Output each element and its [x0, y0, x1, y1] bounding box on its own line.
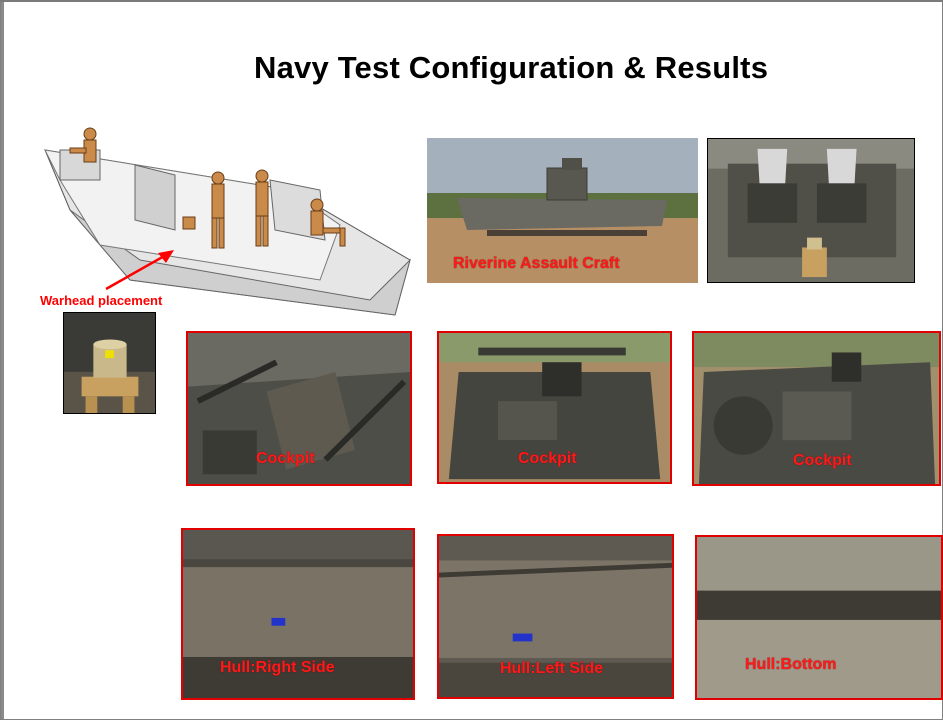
hull-left-caption: Hull:Left Side — [500, 660, 604, 677]
cockpit-photo-3: Cockpit — [692, 331, 941, 486]
boat-diagram — [40, 120, 415, 325]
cockpit-caption-3: Cockpit — [793, 452, 852, 469]
hull-left-photo: Hull:Left Side — [437, 534, 674, 699]
warhead-label: Warhead placement — [40, 293, 163, 308]
slide-title: Navy Test Configuration & Results — [254, 50, 769, 85]
riverine-craft-photo: Riverine Assault Craft — [427, 138, 698, 283]
riverine-craft-caption: Riverine Assault Craft — [453, 255, 620, 272]
cockpit-caption-1: Cockpit — [256, 450, 315, 467]
interior-photo — [707, 138, 915, 283]
cockpit-caption-2: Cockpit — [518, 450, 577, 467]
hull-bottom-caption: Hull:Bottom — [745, 656, 837, 673]
hull-right-caption: Hull:Right Side — [220, 659, 335, 676]
cockpit-photo-2: Cockpit — [437, 331, 672, 484]
hull-right-photo: Hull:Right Side — [181, 528, 415, 700]
warhead-arrow — [105, 250, 174, 291]
cockpit-photo-1: Cockpit — [186, 331, 412, 486]
warhead-photo — [63, 312, 156, 414]
hull-bottom-photo: Hull:Bottom — [695, 535, 943, 700]
